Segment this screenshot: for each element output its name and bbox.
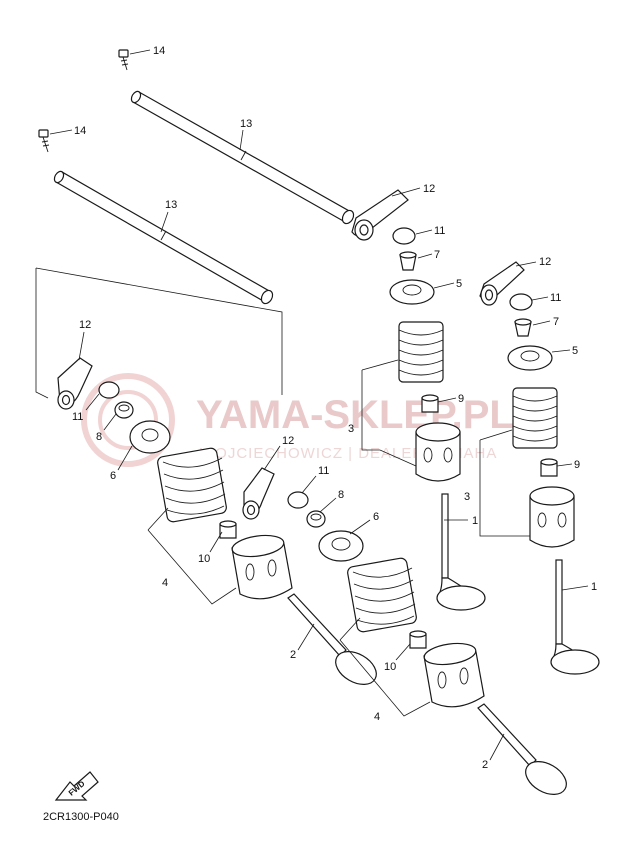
rocker-arm-1 [351, 189, 409, 241]
callout-2-a: 2 [290, 649, 296, 661]
callout-1-a: 1 [472, 515, 478, 527]
callout-12-c: 12 [79, 319, 91, 331]
callout-10-b: 10 [384, 661, 396, 673]
callout-8-b: 8 [338, 489, 344, 501]
callout-6-a: 6 [110, 470, 116, 482]
pad-1 [392, 227, 416, 245]
spring-seat-1 [415, 422, 461, 482]
valve-4 [477, 703, 567, 795]
callout-7-b: 7 [553, 316, 559, 328]
valve-cotter-4 [306, 510, 326, 528]
spring-seat-3 [231, 534, 293, 600]
rocker-arm-4 [242, 467, 275, 520]
rocker-shaft-lower [53, 170, 274, 305]
callout-8-a: 8 [96, 431, 102, 443]
watermark-logo-inner [98, 390, 158, 450]
callout-4-a: 4 [162, 577, 168, 589]
watermark-title: YAMA-SKLEP.PL [196, 393, 514, 437]
spring-seat-4 [423, 642, 485, 708]
callout-12-b: 12 [539, 256, 551, 268]
callout-3-b: 3 [464, 491, 470, 503]
callout-11-b: 11 [550, 292, 561, 304]
callout-9-b: 9 [574, 459, 580, 471]
stem-seal-3 [219, 520, 237, 539]
callout-14-lower: 14 [74, 125, 86, 137]
callout-9-a: 9 [458, 393, 464, 405]
pad-2 [509, 293, 533, 311]
valve-spring-2 [512, 387, 558, 449]
rocker-arm-3 [57, 357, 93, 410]
callout-4-b: 4 [374, 711, 380, 723]
valve-cotter-1 [399, 251, 417, 271]
valve-spring-3 [157, 447, 227, 523]
valve-2 [550, 559, 600, 675]
callout-6-b: 6 [373, 511, 379, 523]
stem-seal-4 [409, 630, 427, 649]
spring-seat-2 [529, 486, 575, 548]
callout-1-b: 1 [591, 581, 597, 593]
spring-retainer-1 [389, 279, 435, 305]
callout-5-b: 5 [572, 345, 578, 357]
diagram-code: 2CR1300-P040 [43, 811, 119, 823]
callout-13-upper: 13 [240, 118, 252, 130]
callout-11-d: 11 [318, 465, 329, 477]
valve-3 [287, 593, 377, 685]
valve-spring-4 [347, 557, 417, 633]
rocker-shaft-upper [130, 90, 355, 225]
callout-14-upper: 14 [153, 45, 165, 57]
callout-11-c: 11 [72, 411, 83, 423]
callout-7-a: 7 [434, 249, 440, 261]
spring-retainer-3 [129, 420, 171, 454]
callout-2-b: 2 [482, 759, 488, 771]
callout-12-d: 12 [282, 435, 294, 447]
spring-retainer-4 [318, 530, 364, 562]
rocker-arm-2 [479, 261, 525, 306]
spring-retainer-2 [507, 345, 553, 371]
pad-3 [98, 381, 120, 399]
callout-10-a: 10 [198, 553, 210, 565]
valve-spring-1 [398, 321, 444, 383]
callout-13-lower: 13 [165, 199, 177, 211]
callout-3-a: 3 [348, 423, 354, 435]
fwd-arrow-icon: FWD [54, 771, 99, 801]
shaft-bolt-upper [118, 49, 129, 71]
stem-seal-1 [421, 394, 439, 413]
shaft-bolt-lower [38, 129, 50, 153]
watermark-logo [81, 373, 175, 467]
callout-11-a: 11 [434, 225, 445, 237]
valve-cotter-2 [514, 318, 532, 337]
callout-5-a: 5 [456, 278, 462, 290]
stem-seal-2 [540, 458, 558, 477]
pad-4 [287, 491, 309, 509]
callout-12-a: 12 [423, 183, 435, 195]
valve-cotter-3 [114, 401, 134, 419]
valve-1 [436, 493, 486, 611]
